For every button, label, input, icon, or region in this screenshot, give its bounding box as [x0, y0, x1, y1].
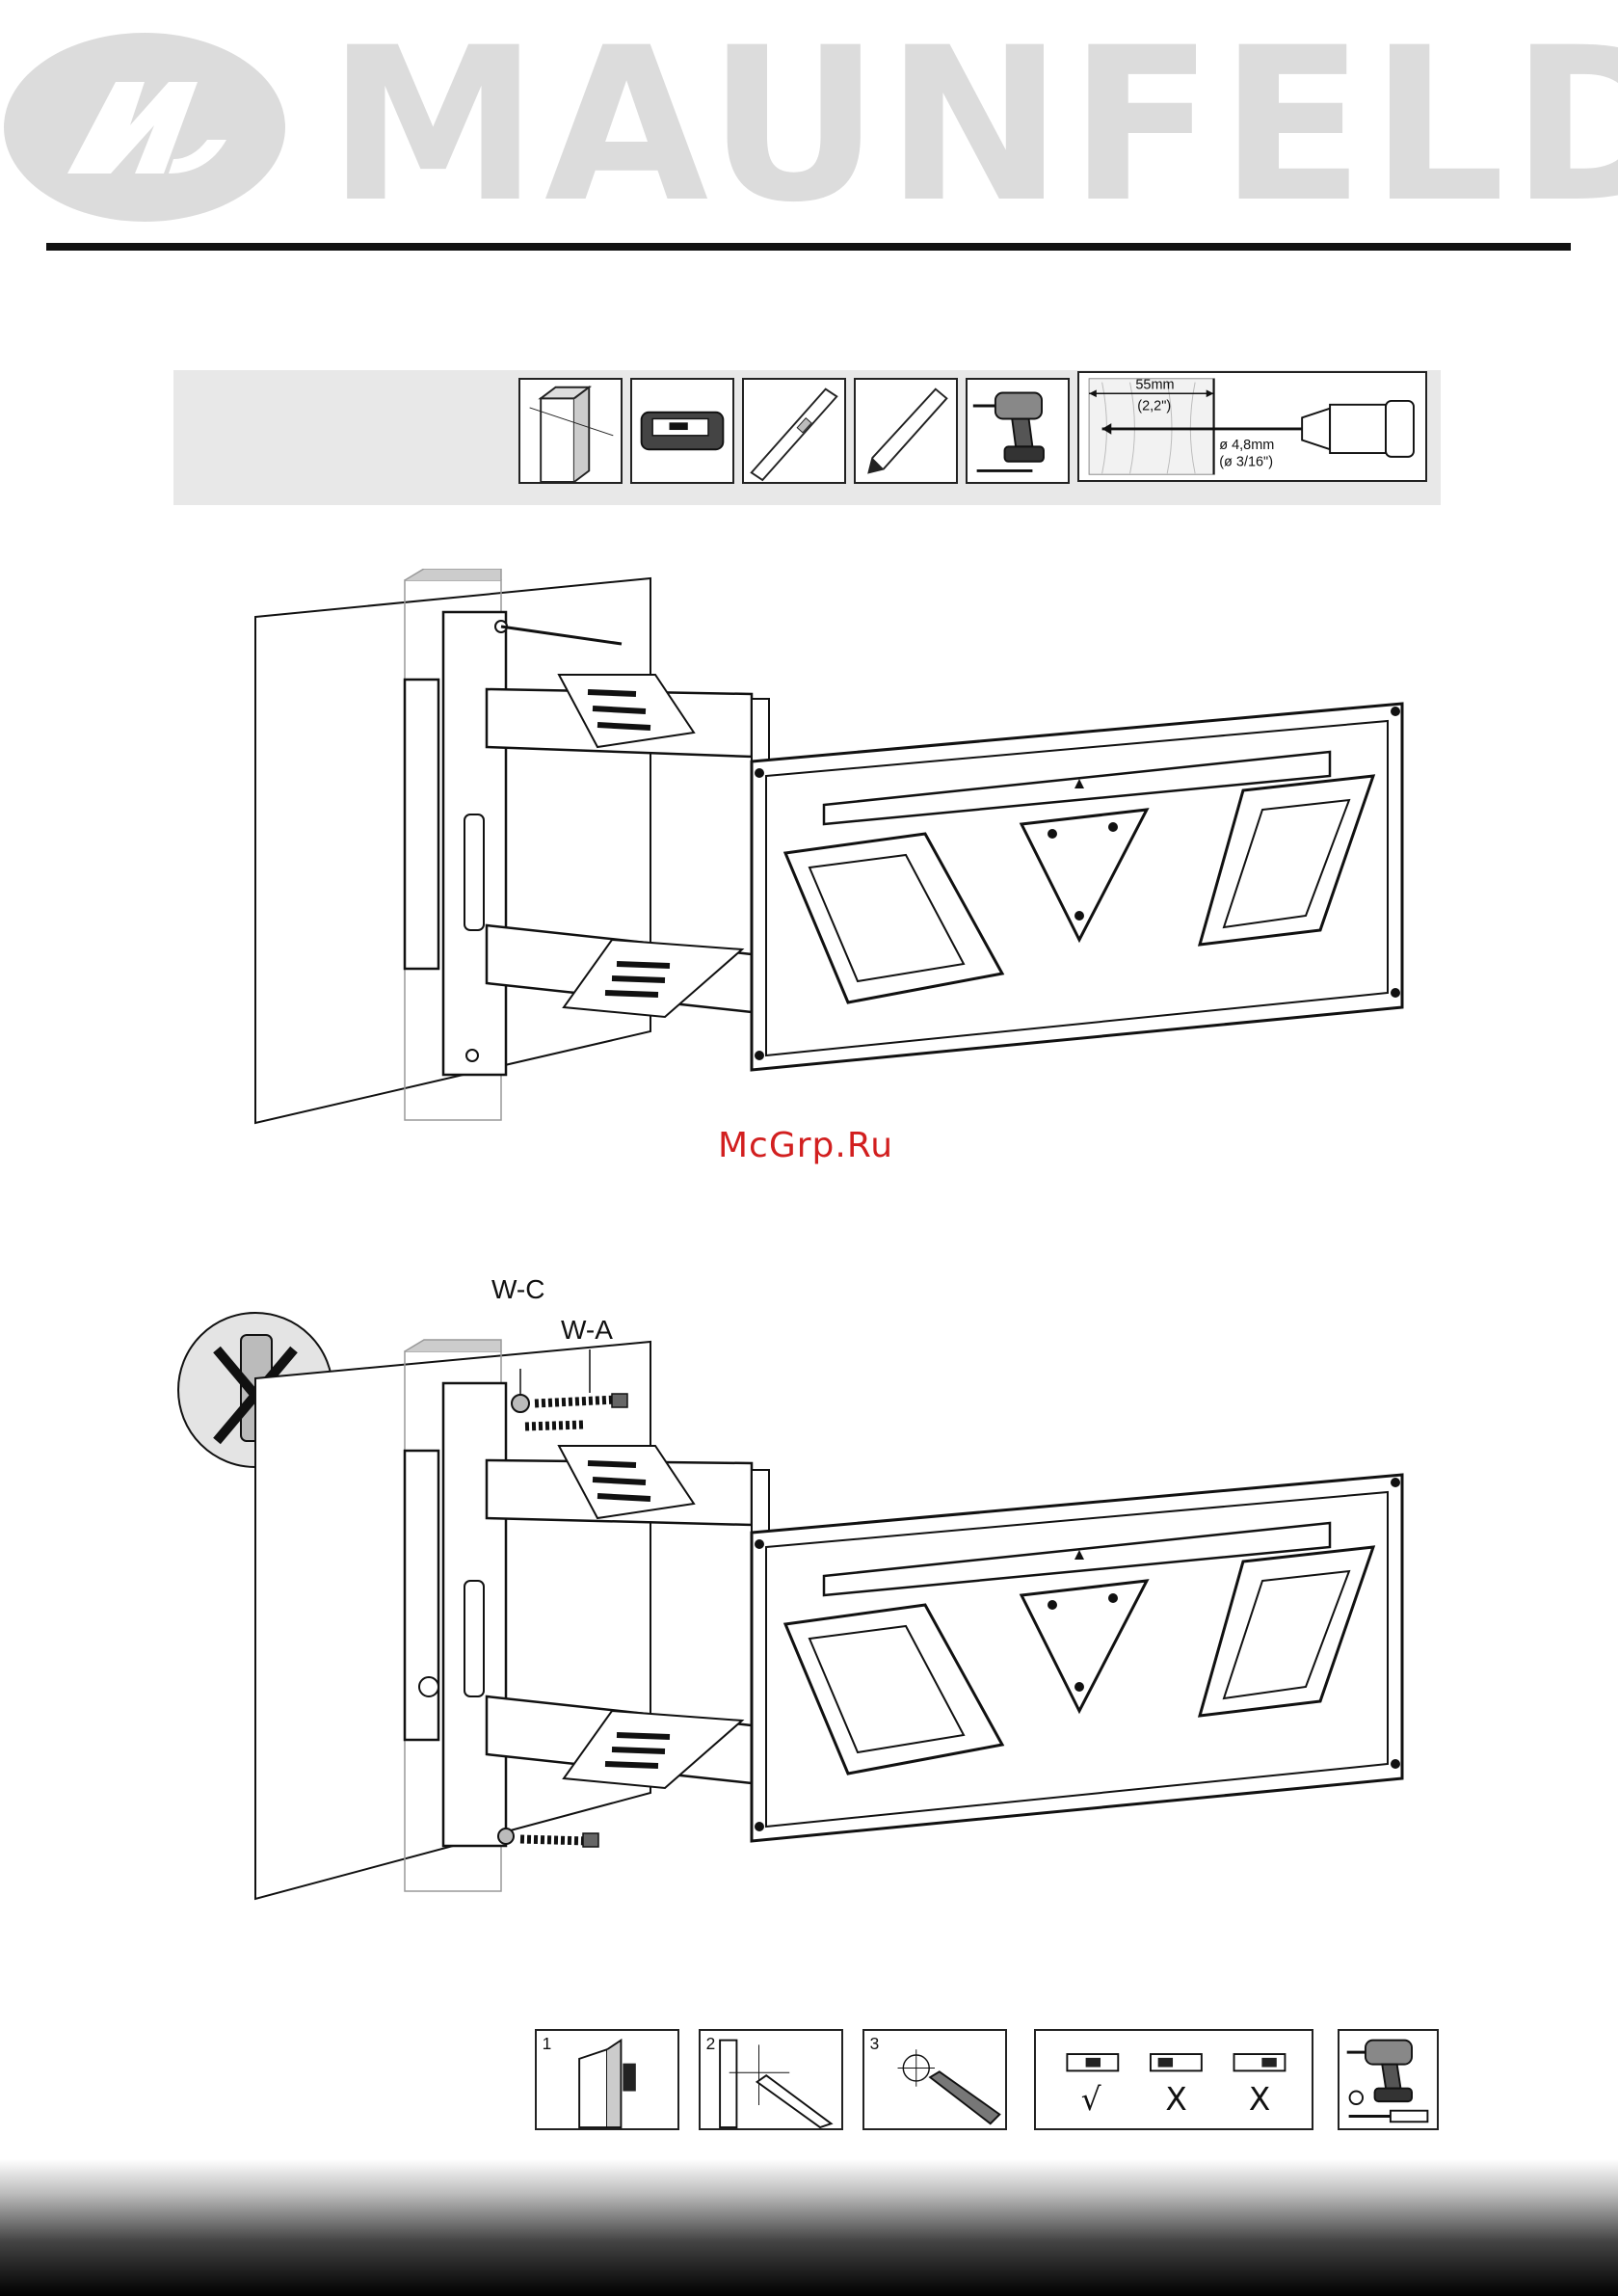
- level-wrong-mark: X: [1165, 2081, 1186, 2118]
- step-number: 2: [706, 2034, 716, 2053]
- step-number: 3: [870, 2034, 880, 2053]
- logo-icon: [0, 29, 289, 227]
- drill-bit-spec-icon: 55mm (2,2") ø 4,8mm (ø 3/16"): [1077, 371, 1427, 482]
- step-2-panel: 2: [699, 2029, 843, 2130]
- drill-icon: [966, 378, 1070, 484]
- drill-diameter-mm: ø 4,8mm: [1219, 438, 1274, 453]
- stud-finder-icon: [630, 378, 734, 484]
- brand-wordmark: MAUNFELD: [328, 19, 1618, 231]
- drill-step-panel: [1338, 2029, 1439, 2130]
- mount-illustration-top: [241, 569, 1426, 1137]
- level-ok-mark: √: [1081, 2081, 1101, 2118]
- mount-illustration-bottom: [173, 1272, 1426, 1909]
- level-wrong-mark: X: [1249, 2081, 1270, 2118]
- wall-stud-icon: [518, 378, 623, 484]
- drill-depth-mm: 55mm: [1135, 377, 1174, 392]
- drill-depth-in: (2,2"): [1137, 399, 1171, 414]
- washer-label: W-C: [491, 1274, 544, 1305]
- footer-gradient: [0, 2159, 1618, 2296]
- step-1-panel: 1: [535, 2029, 679, 2130]
- screw-label: W-A: [561, 1315, 613, 1346]
- drill-diameter-in: (ø 3/16"): [1219, 455, 1273, 470]
- spirit-level-icon: [742, 378, 846, 484]
- watermark-text: McGrp.Ru: [718, 1126, 893, 1165]
- level-check-panel: √ X X: [1034, 2029, 1313, 2130]
- step-3-panel: 3: [862, 2029, 1007, 2130]
- step-number: 1: [543, 2034, 552, 2053]
- header-rule: [46, 243, 1571, 251]
- pencil-icon: [854, 378, 958, 484]
